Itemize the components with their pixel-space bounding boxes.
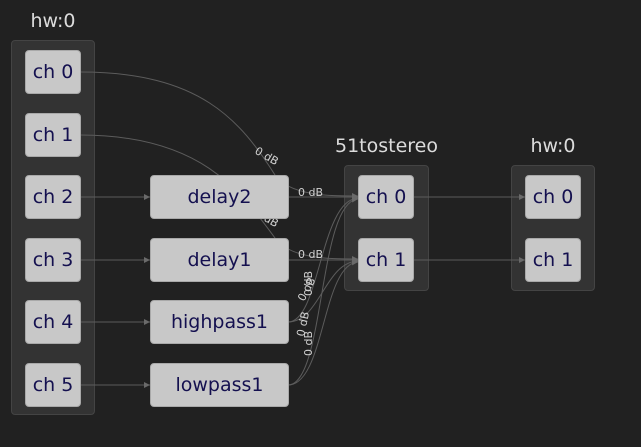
wire-highpass1-mix1: [287, 258, 359, 323]
input-ch1[interactable]: ch 1: [25, 113, 81, 157]
wire-in0-mix0: [79, 71, 359, 199]
wire-lowpass1-mix1: [287, 259, 359, 386]
input-group: [11, 40, 95, 415]
output-ch1[interactable]: ch 1: [525, 238, 581, 282]
input-ch3[interactable]: ch 3: [25, 238, 81, 282]
mixer-ch1[interactable]: ch 1: [358, 238, 414, 282]
gain-label-delay2: 0 dB: [298, 186, 323, 199]
filter-lowpass1[interactable]: lowpass1: [150, 363, 289, 407]
input-ch2[interactable]: ch 2: [25, 175, 81, 219]
wire-highpass1-mix0: [287, 195, 359, 323]
gain-label-lowpass1-b: 0 dB: [302, 331, 315, 356]
filter-delay1[interactable]: delay1: [150, 238, 289, 282]
mixer-ch0[interactable]: ch 0: [358, 175, 414, 219]
gain-label-delay1: 0 dB: [298, 248, 323, 261]
output-ch0[interactable]: ch 0: [525, 175, 581, 219]
input-ch0[interactable]: ch 0: [25, 50, 81, 94]
mixer-group-title: 51tostereo: [335, 135, 438, 157]
input-ch4[interactable]: ch 4: [25, 300, 81, 344]
input-ch5[interactable]: ch 5: [25, 363, 81, 407]
wire-lowpass1-mix0: [287, 196, 359, 386]
gain-label-in0: 0 dB: [253, 144, 281, 168]
filter-highpass1[interactable]: highpass1: [150, 300, 289, 344]
output-group-title: hw:0: [530, 135, 576, 157]
filter-delay2[interactable]: delay2: [150, 175, 289, 219]
wire-in1-mix1: [79, 134, 359, 262]
gain-label-lowpass1-a: 0 dB: [294, 310, 312, 337]
input-group-title: hw:0: [30, 10, 76, 32]
gain-label-highpass1-a: 0 dB: [302, 271, 315, 296]
